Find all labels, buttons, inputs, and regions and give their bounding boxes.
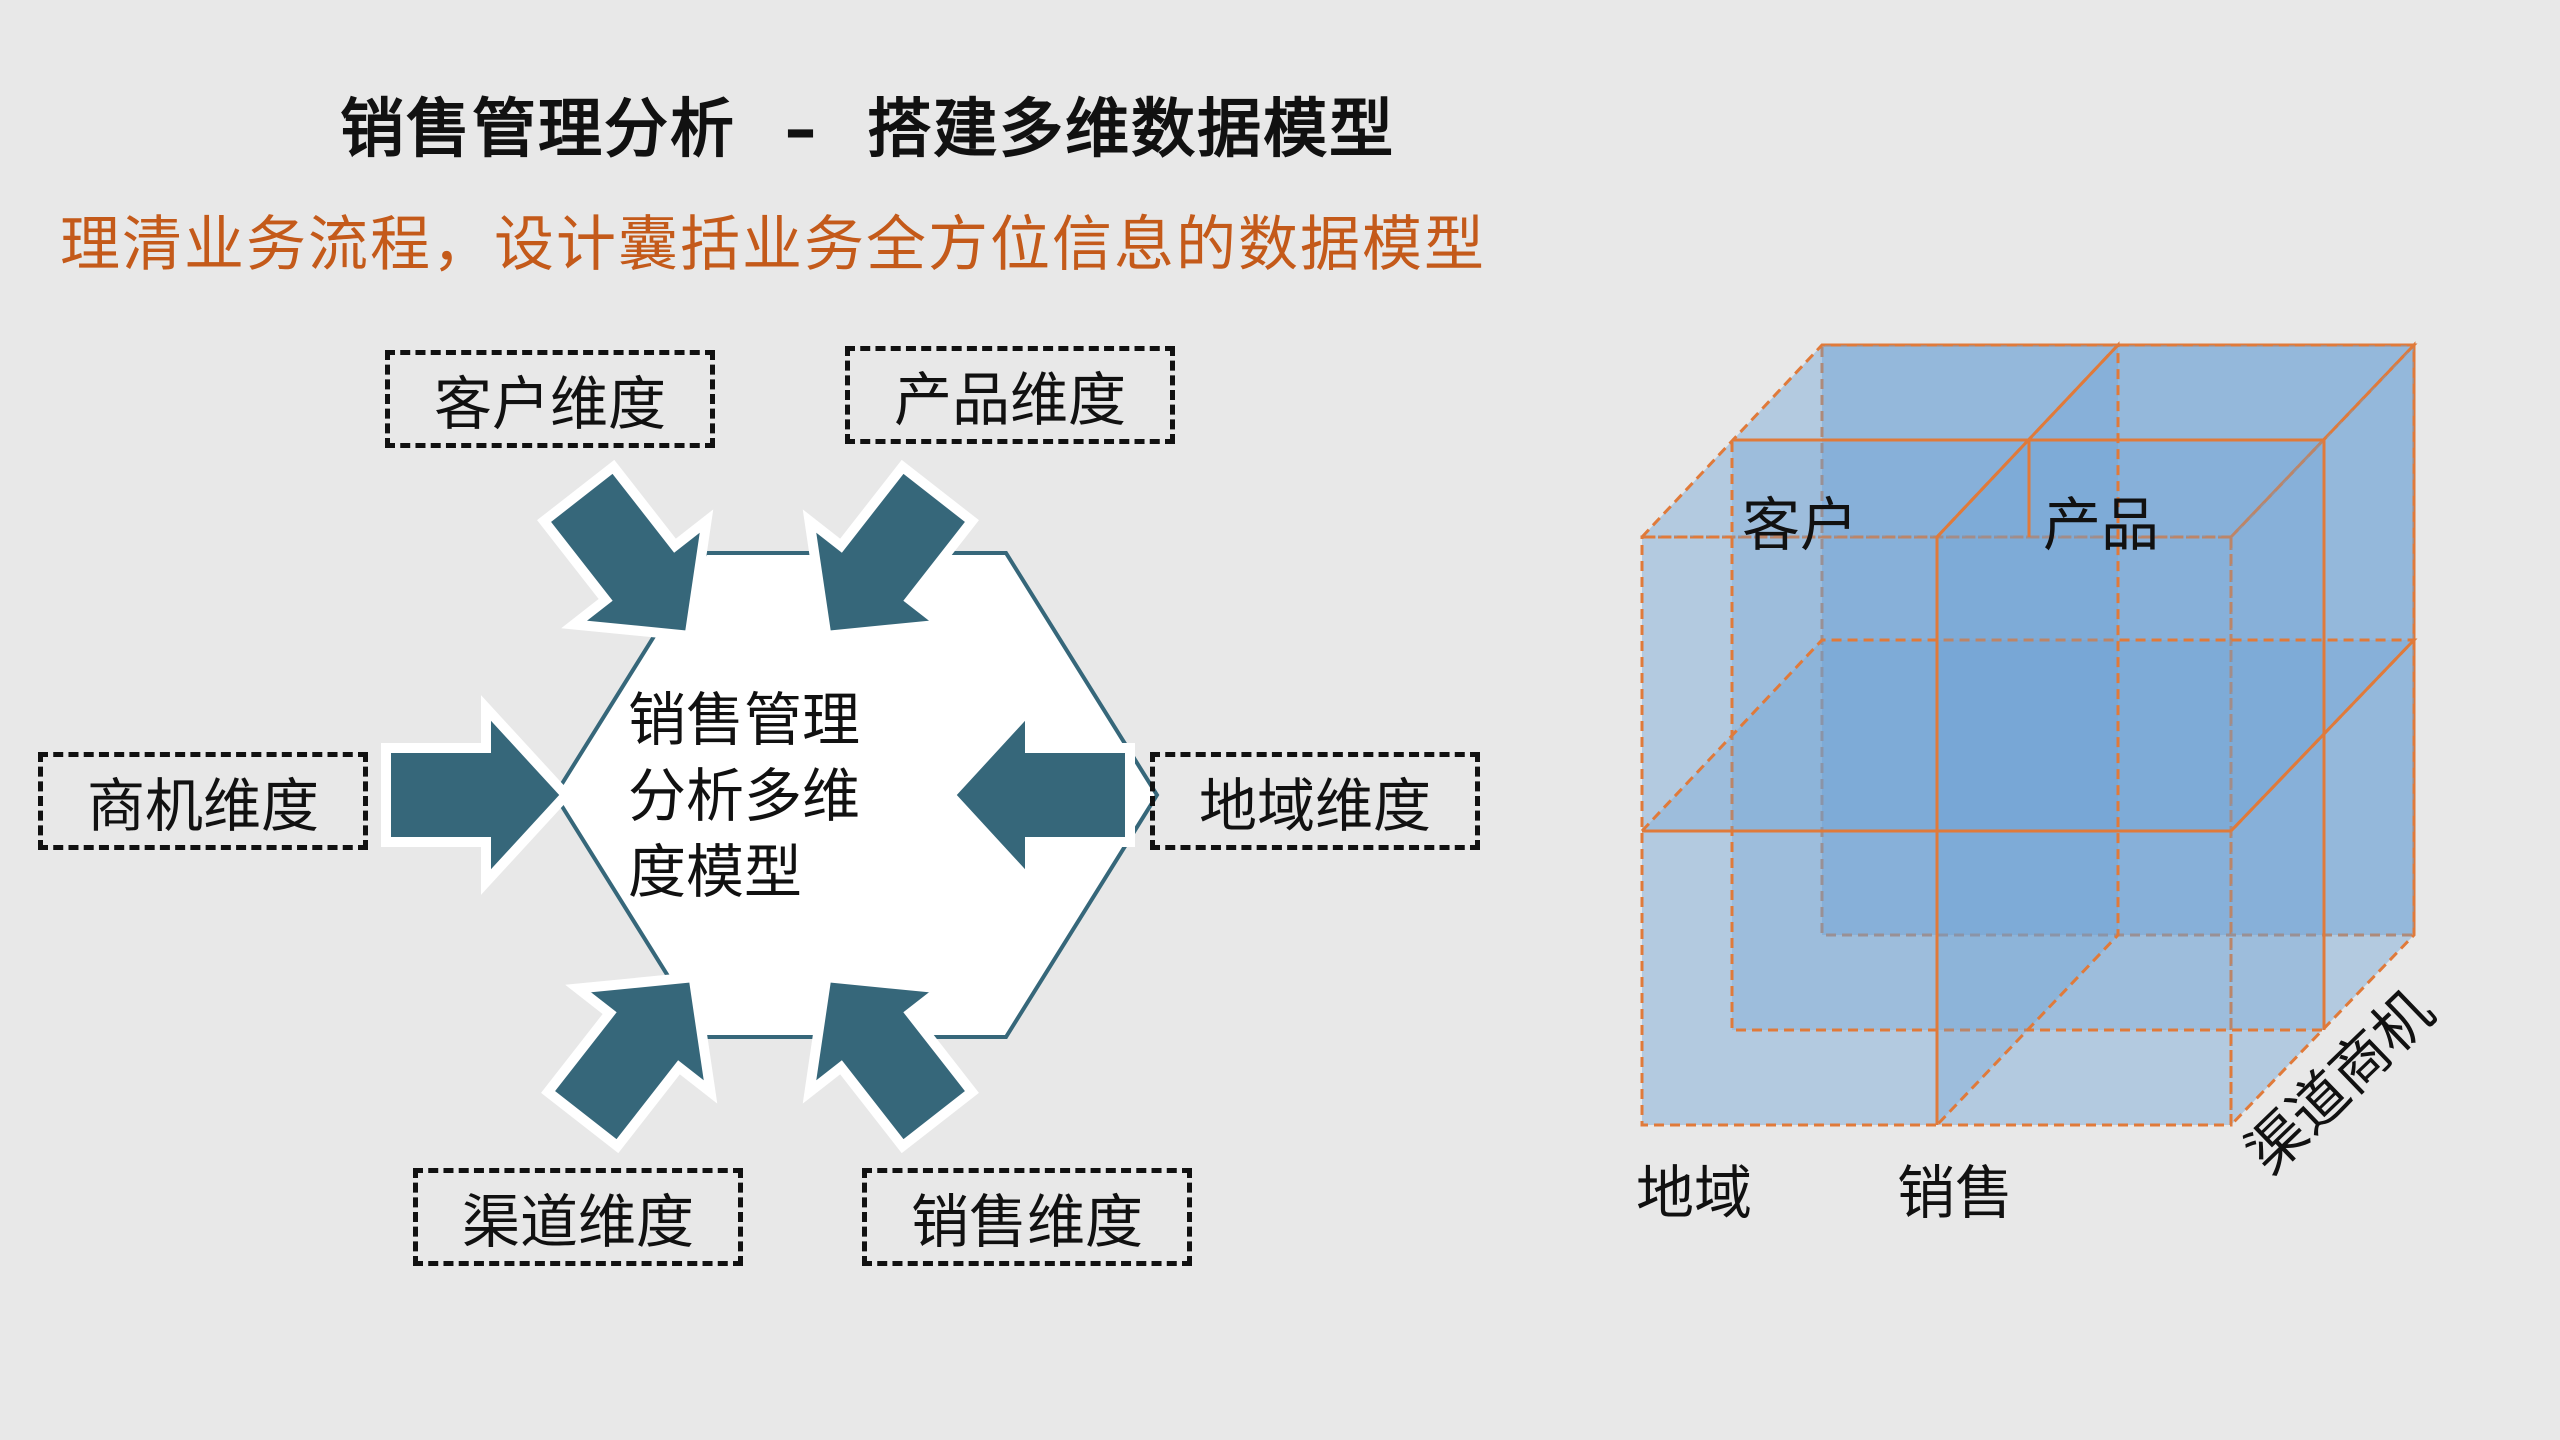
cube-label-sales: 销售 (1897, 1159, 2014, 1227)
center-label-line: 分析多维 (628, 762, 861, 830)
region-dimension-box: 地域维度 (1150, 752, 1480, 850)
center-label: 销售管理 分析多维 度模型 (628, 682, 948, 910)
center-label-line: 度模型 (628, 838, 803, 906)
arrow-lower-right (802, 971, 979, 1154)
product-dimension-box: 产品维度 (845, 346, 1175, 444)
arrow-left (381, 695, 573, 895)
sales-dimension-box: 销售维度 (862, 1168, 1192, 1266)
customer-dimension-box: 客户维度 (385, 350, 715, 448)
arrow-right (943, 695, 1135, 895)
cube-label-customer: 客户 (1742, 491, 1859, 559)
cube-label-product: 产品 (2043, 491, 2160, 559)
page-subtitle: 理清业务流程，设计囊括业务全方位信息的数据模型 (60, 210, 1486, 280)
cube-label-region: 地域 (1636, 1159, 1753, 1227)
arrow-upper-left (537, 459, 714, 642)
page-title: 销售管理分析 – 搭建多维数据模型 (340, 93, 1396, 167)
arrow-lower-left (541, 971, 718, 1154)
arrow-upper-right (802, 459, 979, 642)
center-label-line: 销售管理 (628, 686, 861, 754)
channel-dimension-box: 渠道维度 (413, 1168, 743, 1266)
opportunity-dimension-box: 商机维度 (38, 752, 368, 850)
